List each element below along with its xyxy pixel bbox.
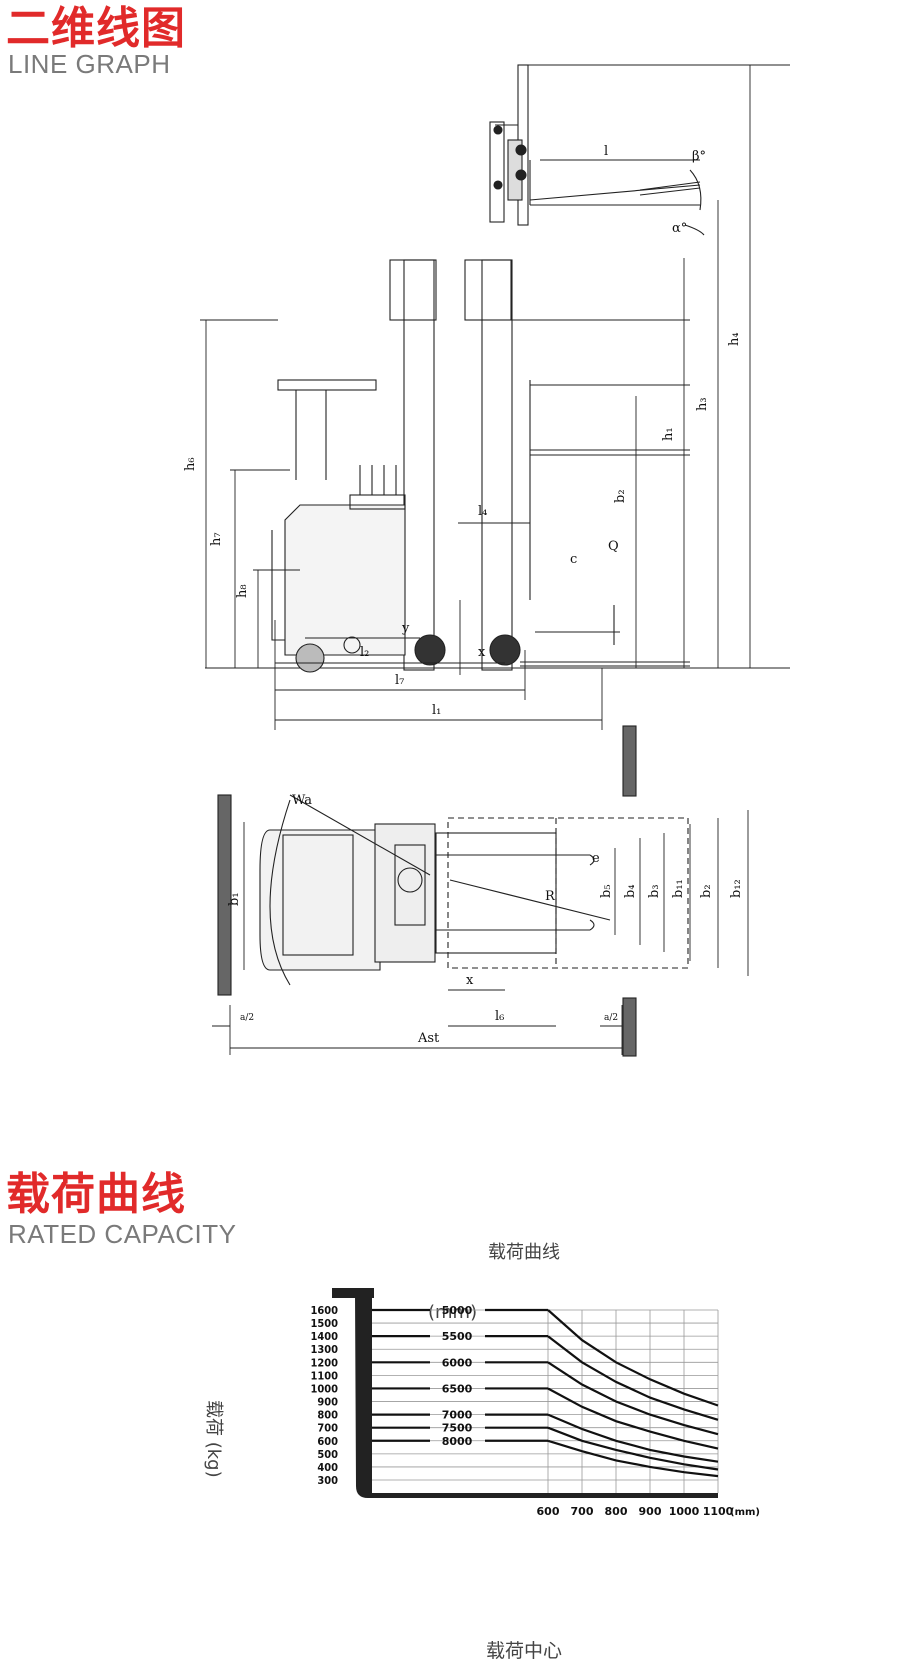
label-x: x — [478, 645, 486, 660]
right-wall-top — [622, 725, 637, 797]
operator-cabin — [282, 834, 354, 956]
side-view-drawing: l β° α° h₄ h₃ h₁ b₂ h₆ h₇ h₈ l₄ c Q y l₂… — [183, 64, 790, 730]
section-subtitle-rated-capacity: RATED CAPACITY — [8, 1219, 237, 1249]
label-l2: l₂ — [360, 645, 369, 660]
series-label: 7500 — [442, 1422, 473, 1435]
left-wall — [217, 794, 232, 996]
y-tick-label: 600 — [317, 1435, 338, 1448]
chart-unit-label: (mm) — [428, 1302, 478, 1323]
y-tick-label: 300 — [317, 1474, 338, 1487]
label-h6: h₆ — [183, 457, 198, 471]
label-b2: b₂ — [613, 489, 628, 503]
x-tick-label: 1100 — [703, 1505, 734, 1518]
x-tick-label: 900 — [639, 1505, 662, 1518]
series-label: 5500 — [442, 1330, 473, 1343]
label-b11: b₁₁ — [671, 879, 686, 898]
series-curve-5500 — [547, 1335, 719, 1421]
label-l1: l₁ — [432, 703, 441, 718]
series-curve-8000 — [547, 1439, 719, 1478]
x-tick-label: 1000 — [669, 1505, 700, 1518]
label-a2-right: a/2 — [604, 1013, 618, 1023]
y-tick-label: 500 — [317, 1448, 338, 1461]
label-Wa: Wa — [292, 793, 312, 808]
label-h3: h₃ — [695, 397, 710, 411]
series-label: 6000 — [442, 1356, 473, 1369]
top-view-drawing: Wa b₁ R e b₅ b₄ b₃ b₁₁ b₂ b₁₂ x l₆ a/2 a… — [212, 725, 749, 1057]
label-x-top: x — [466, 973, 474, 988]
series-curve-7000 — [547, 1413, 719, 1463]
label-l7: l₇ — [395, 673, 404, 688]
label-b5: b₅ — [599, 884, 614, 898]
label-l6: l₆ — [495, 1009, 504, 1024]
label-b3: b₃ — [647, 884, 662, 898]
series-curve-6000 — [547, 1361, 719, 1436]
label-b1: b₁ — [227, 892, 242, 906]
label-c: c — [570, 552, 577, 567]
section-subtitle-line-graph: LINE GRAPH — [8, 49, 171, 79]
series-label: 5000 — [442, 1304, 473, 1317]
axis-cap — [332, 1288, 374, 1298]
label-h8: h₈ — [235, 584, 250, 598]
x-tick-label: 700 — [571, 1505, 594, 1518]
label-b2-top: b₂ — [699, 884, 714, 898]
label-R: R — [545, 889, 556, 904]
section-title-line-graph: 二维线图 — [6, 3, 186, 54]
y-tick-label: 1500 — [310, 1317, 338, 1330]
label-h1: h₁ — [661, 427, 676, 441]
capacity-chart: 3004005006007008009001000110012001300140… — [310, 1288, 760, 1518]
label-h4: h₄ — [727, 332, 742, 346]
section-title-rated-capacity: 载荷曲线 — [6, 1169, 186, 1220]
y-tick-label: 400 — [317, 1461, 338, 1474]
label-Ast: Ast — [417, 1031, 440, 1046]
y-tick-label: 900 — [317, 1396, 338, 1409]
y-tick-label: 800 — [317, 1409, 338, 1422]
chart-title: 载荷曲线 — [488, 1242, 560, 1263]
label-y: y — [401, 621, 410, 636]
y-tick-label: 1400 — [310, 1330, 338, 1343]
label-a2-left: a/2 — [240, 1013, 254, 1023]
label-l4: l₄ — [478, 504, 487, 519]
label-e: e — [592, 851, 600, 866]
series-label: 7000 — [442, 1409, 473, 1422]
label-b4: b₄ — [623, 884, 638, 898]
series-curve-7500 — [547, 1426, 719, 1471]
label-h7: h₇ — [209, 532, 224, 546]
y-tick-label: 1200 — [310, 1356, 338, 1369]
y-tick-label: 1300 — [310, 1343, 338, 1356]
x-unit-label: (mm) — [730, 1507, 760, 1518]
y-tick-label: 700 — [317, 1422, 338, 1435]
label-beta: β° — [692, 149, 706, 164]
series-label: 6500 — [442, 1382, 473, 1395]
x-tick-label: 800 — [605, 1505, 628, 1518]
label-alpha: α° — [672, 221, 687, 236]
label-Q: Q — [608, 539, 619, 554]
series-curve-5000 — [547, 1309, 719, 1407]
series-label: 8000 — [442, 1435, 473, 1448]
right-wall-bottom — [622, 997, 637, 1057]
y-tick-label: 1600 — [310, 1304, 338, 1317]
y-tick-label: 1000 — [310, 1382, 338, 1395]
label-b12: b₁₂ — [729, 879, 744, 898]
x-tick-label: 600 — [537, 1505, 560, 1518]
x-axis-label: 载荷中心 — [486, 1640, 563, 1662]
label-l: l — [604, 144, 608, 159]
y-tick-label: 1100 — [310, 1369, 338, 1382]
series-curve-6500 — [547, 1387, 719, 1450]
